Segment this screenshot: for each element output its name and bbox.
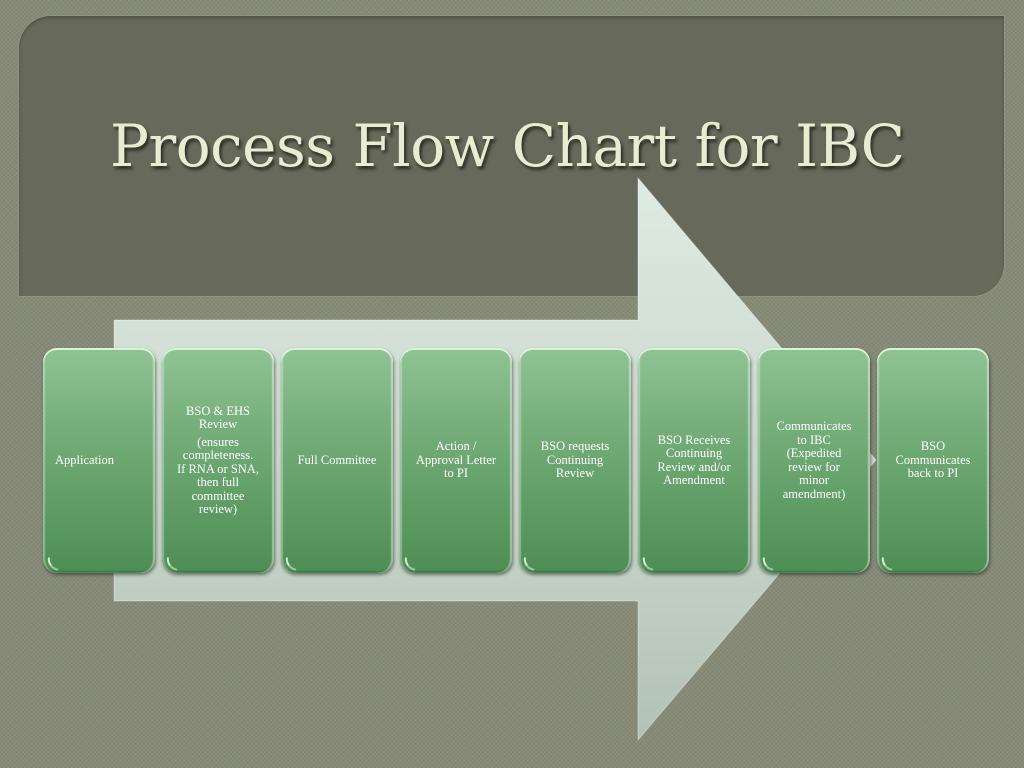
- step-note: (ensures: [197, 434, 239, 449]
- step-label: to PI: [444, 466, 468, 481]
- step-label: Review and/or: [657, 459, 731, 474]
- step-label: Review: [555, 466, 595, 481]
- step-label: to IBC: [797, 432, 831, 447]
- step-action-approval-letter[interactable]: Action / Approval Letter to PI: [400, 348, 512, 573]
- step-note: committee: [191, 488, 245, 503]
- step-label: Full Committee: [297, 452, 377, 467]
- step-label: BSO: [920, 439, 946, 454]
- step-label: minor: [799, 473, 829, 487]
- step-bso-ehs-review[interactable]: BSO & EHS Review (ensures completeness. …: [162, 348, 274, 573]
- step-label: Application: [55, 452, 115, 467]
- step-label: Review: [198, 417, 238, 431]
- step-label: review for: [788, 459, 840, 474]
- step-label: Action /: [435, 439, 477, 454]
- step-label: BSO Receives: [657, 432, 731, 447]
- step-label: amendment): [782, 486, 846, 501]
- step-label: Amendment: [663, 473, 725, 487]
- process-steps: Application BSO & EHS Review (ensures co…: [43, 348, 990, 573]
- step-note: review): [198, 502, 238, 516]
- step-label: BSO & EHS: [186, 403, 250, 418]
- step-label: BSO requests: [540, 439, 610, 454]
- step-note: then full: [196, 475, 239, 489]
- step-label: back to PI: [907, 466, 959, 481]
- step-bso-receives-continuing-review[interactable]: BSO Receives Continuing Review and/or Am…: [638, 348, 750, 573]
- step-full-committee[interactable]: Full Committee: [281, 348, 393, 573]
- step-note: If RNA or SNA,: [177, 461, 259, 476]
- step-label: Approval Letter: [415, 452, 497, 467]
- step-label: Communicates: [895, 452, 971, 467]
- step-label: Continuing: [665, 446, 723, 460]
- step-application[interactable]: Application: [43, 348, 155, 573]
- step-label: (Expedited: [786, 446, 842, 460]
- step-label: Continuing: [546, 452, 604, 467]
- step-bso-requests-continuing-review[interactable]: BSO requests Continuing Review: [519, 348, 631, 573]
- title-panel: [19, 16, 1004, 296]
- step-communicates-to-ibc[interactable]: Communicates to IBC (Expedited review fo…: [758, 348, 870, 573]
- slide-title: Process Flow Chart for IBC: [110, 112, 905, 180]
- step-bso-communicates-back-to-pi[interactable]: BSO Communicates back to PI: [877, 348, 989, 573]
- step-note: completeness.: [182, 448, 254, 462]
- step-label: Communicates: [776, 419, 852, 433]
